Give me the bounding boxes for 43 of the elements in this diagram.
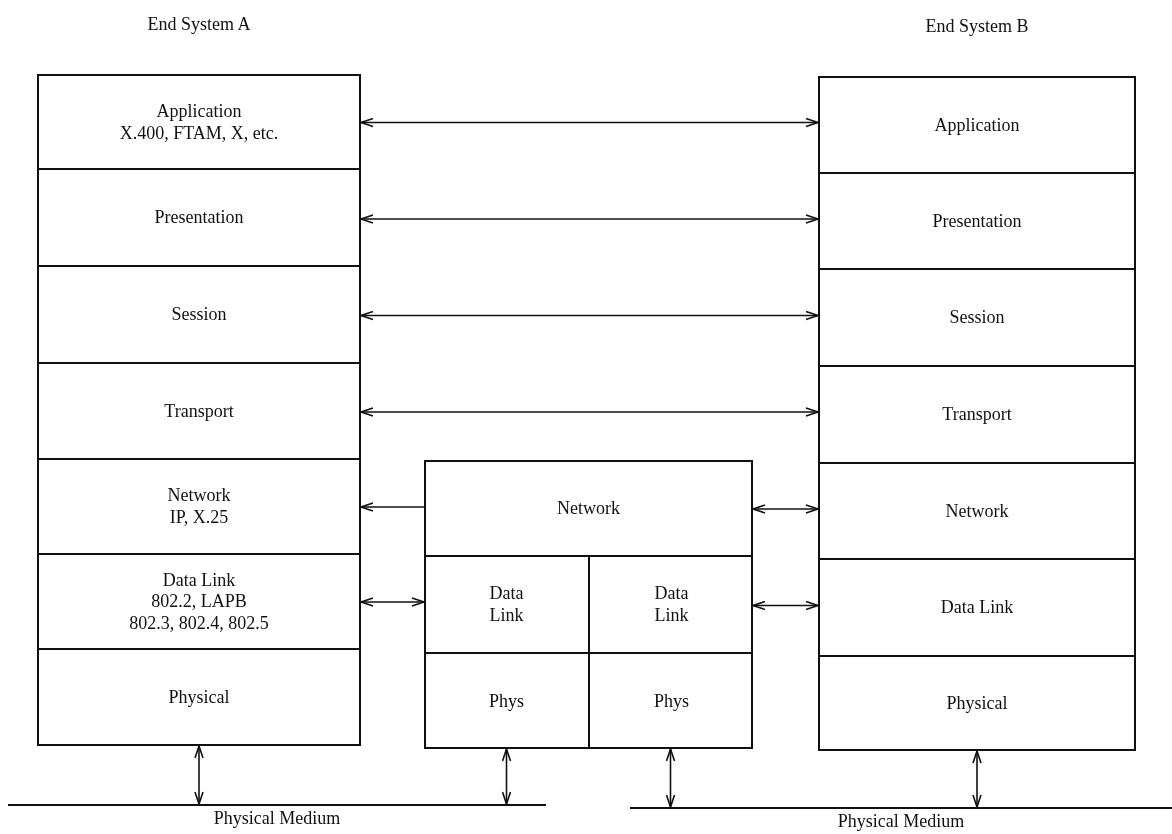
arrow xyxy=(360,407,819,417)
arrow xyxy=(360,502,425,512)
layer-name: Data Link xyxy=(653,583,690,627)
layer-box xyxy=(588,555,753,653)
layer-name: Data Link xyxy=(940,597,1014,619)
arrow xyxy=(360,310,819,321)
layer-name: Transport xyxy=(942,404,1012,426)
layer-name: Presentation xyxy=(154,207,244,229)
layer-name: Application xyxy=(156,100,242,123)
layer-name: Presentation xyxy=(932,210,1022,233)
layer-name: Application xyxy=(934,114,1020,137)
protocol-stack-box xyxy=(424,460,753,749)
layer-name: Data Link xyxy=(162,569,236,592)
protocol-list: IP, X.25 xyxy=(169,507,229,529)
layer-name: Transport xyxy=(164,400,234,423)
layer-name: Session xyxy=(171,304,227,326)
medium-line xyxy=(630,807,1172,834)
medium-label: Physical Medium xyxy=(213,808,341,830)
layer-name: Physical xyxy=(946,693,1008,715)
layer-name: Physical xyxy=(168,687,230,709)
system-heading: End System A xyxy=(146,14,252,35)
medium-label: Physical Medium xyxy=(837,811,965,833)
arrow xyxy=(360,597,425,607)
layer-name: Network xyxy=(167,485,231,507)
protocol-list: 802.3, 802.4, 802.5 xyxy=(129,612,269,635)
arrow xyxy=(665,748,676,808)
layer-name: Data Link xyxy=(488,583,525,627)
layer-name: Phys xyxy=(654,690,689,713)
arrow xyxy=(752,600,819,611)
protocol-list: X.400, FTAM, X, etc. xyxy=(119,122,279,145)
arrow xyxy=(360,117,819,128)
layer-box xyxy=(588,652,753,749)
arrow xyxy=(360,214,819,224)
arrow xyxy=(501,748,512,805)
arrow xyxy=(194,745,204,805)
layer-name: Phys xyxy=(489,690,524,713)
arrow xyxy=(972,750,982,808)
layer-name: Network xyxy=(557,498,620,520)
layer-name: Network xyxy=(945,500,1009,523)
system-heading: End System B xyxy=(924,16,1030,37)
arrow xyxy=(752,504,819,514)
layer-name: Session xyxy=(949,307,1005,329)
protocol-list: 802.2, LAPB xyxy=(151,591,247,613)
